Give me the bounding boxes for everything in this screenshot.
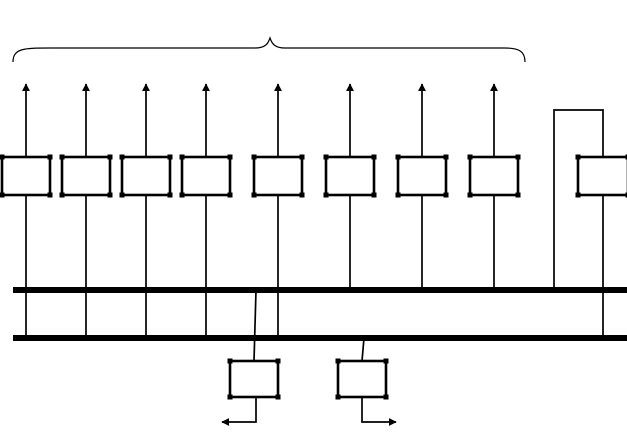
top-block-8-corner-4 bbox=[515, 192, 521, 198]
bottom-block-1 bbox=[227, 358, 281, 400]
top-block-8-corner-3 bbox=[467, 192, 473, 198]
bottom-block-1-corner-1 bbox=[227, 358, 233, 364]
top-block-4-corner-3 bbox=[179, 192, 185, 198]
feedback-block-corner-2 bbox=[625, 154, 627, 160]
top-block-2-corner-1 bbox=[59, 154, 65, 160]
top-block-1 bbox=[0, 154, 53, 198]
top-row-blocks bbox=[0, 154, 627, 198]
top-block-8-corner-1 bbox=[467, 154, 473, 160]
top-block-7-corner-1 bbox=[395, 154, 401, 160]
top-block-8-rect bbox=[468, 155, 520, 197]
bottom-block-2-corner-3 bbox=[335, 394, 341, 400]
top-block-7 bbox=[395, 154, 449, 198]
top-block-4-rect bbox=[180, 155, 232, 197]
feedback-block-rect bbox=[576, 155, 627, 197]
feedback-block-corner-4 bbox=[625, 192, 627, 198]
top-block-3-corner-4 bbox=[167, 192, 173, 198]
top-block-8 bbox=[467, 154, 521, 198]
feedback-block-corner-3 bbox=[575, 192, 581, 198]
bottom-block-1-input bbox=[253, 289, 257, 362]
top-block-8-corner-2 bbox=[515, 154, 521, 160]
top-block-6-corner-3 bbox=[323, 192, 329, 198]
feedback-block-corner-1 bbox=[575, 154, 581, 160]
top-block-7-rect bbox=[396, 155, 448, 197]
top-block-1-corner-1 bbox=[0, 154, 5, 160]
top-block-1-rect bbox=[0, 155, 52, 197]
top-block-1-corner-3 bbox=[0, 192, 5, 198]
bottom-block-1-corner-2 bbox=[275, 358, 281, 364]
top-block-6-corner-1 bbox=[323, 154, 329, 160]
top-block-3-corner-2 bbox=[167, 154, 173, 160]
top-block-5-corner-1 bbox=[251, 154, 257, 160]
top-block-5-rect bbox=[252, 155, 304, 197]
bottom-block-2-corner-1 bbox=[335, 358, 341, 364]
bottom-block-2-corner-4 bbox=[383, 394, 389, 400]
top-block-5 bbox=[251, 154, 305, 198]
top-block-3-rect bbox=[120, 155, 172, 197]
top-block-1-corner-2 bbox=[47, 154, 53, 160]
top-block-6-rect bbox=[324, 155, 376, 197]
top-block-1-corner-4 bbox=[47, 192, 53, 198]
top-block-5-corner-4 bbox=[299, 192, 305, 198]
top-block-3-corner-1 bbox=[119, 154, 125, 160]
top-block-4-corner-2 bbox=[227, 154, 233, 160]
top-block-5-corner-3 bbox=[251, 192, 257, 198]
connection-wires bbox=[22, 83, 604, 426]
top-block-7-corner-4 bbox=[443, 192, 449, 198]
top-block-3 bbox=[119, 154, 173, 198]
top-block-3-corner-3 bbox=[119, 192, 125, 198]
top-block-2-corner-2 bbox=[107, 154, 113, 160]
top-block-5-corner-2 bbox=[299, 154, 305, 160]
top-block-4-corner-1 bbox=[179, 154, 185, 160]
bottom-block-2 bbox=[335, 358, 389, 400]
top-block-2 bbox=[59, 154, 113, 198]
top-block-6 bbox=[323, 154, 377, 198]
top-block-6-corner-4 bbox=[371, 192, 377, 198]
bottom-block-1-corner-3 bbox=[227, 394, 233, 400]
top-block-7-corner-2 bbox=[443, 154, 449, 160]
feedback-block bbox=[575, 154, 627, 198]
feedback-loop bbox=[553, 109, 604, 290]
top-block-2-corner-3 bbox=[59, 192, 65, 198]
top-block-4 bbox=[179, 154, 233, 198]
top-block-7-corner-3 bbox=[395, 192, 401, 198]
bottom-block-2-rect bbox=[336, 359, 388, 399]
top-block-4-corner-4 bbox=[227, 192, 233, 198]
bottom-block-1-output bbox=[221, 397, 257, 426]
top-block-2-rect bbox=[60, 155, 112, 197]
top-block-6-corner-2 bbox=[371, 154, 377, 160]
bottom-block-2-input bbox=[361, 337, 365, 362]
bottom-block-2-corner-2 bbox=[383, 358, 389, 364]
grouping-brace bbox=[12, 36, 526, 63]
bottom-block-2-output bbox=[361, 397, 397, 426]
bottom-block-1-rect bbox=[228, 359, 280, 399]
bottom-block-1-corner-4 bbox=[275, 394, 281, 400]
bottom-blocks bbox=[227, 358, 389, 400]
top-block-2-corner-4 bbox=[107, 192, 113, 198]
